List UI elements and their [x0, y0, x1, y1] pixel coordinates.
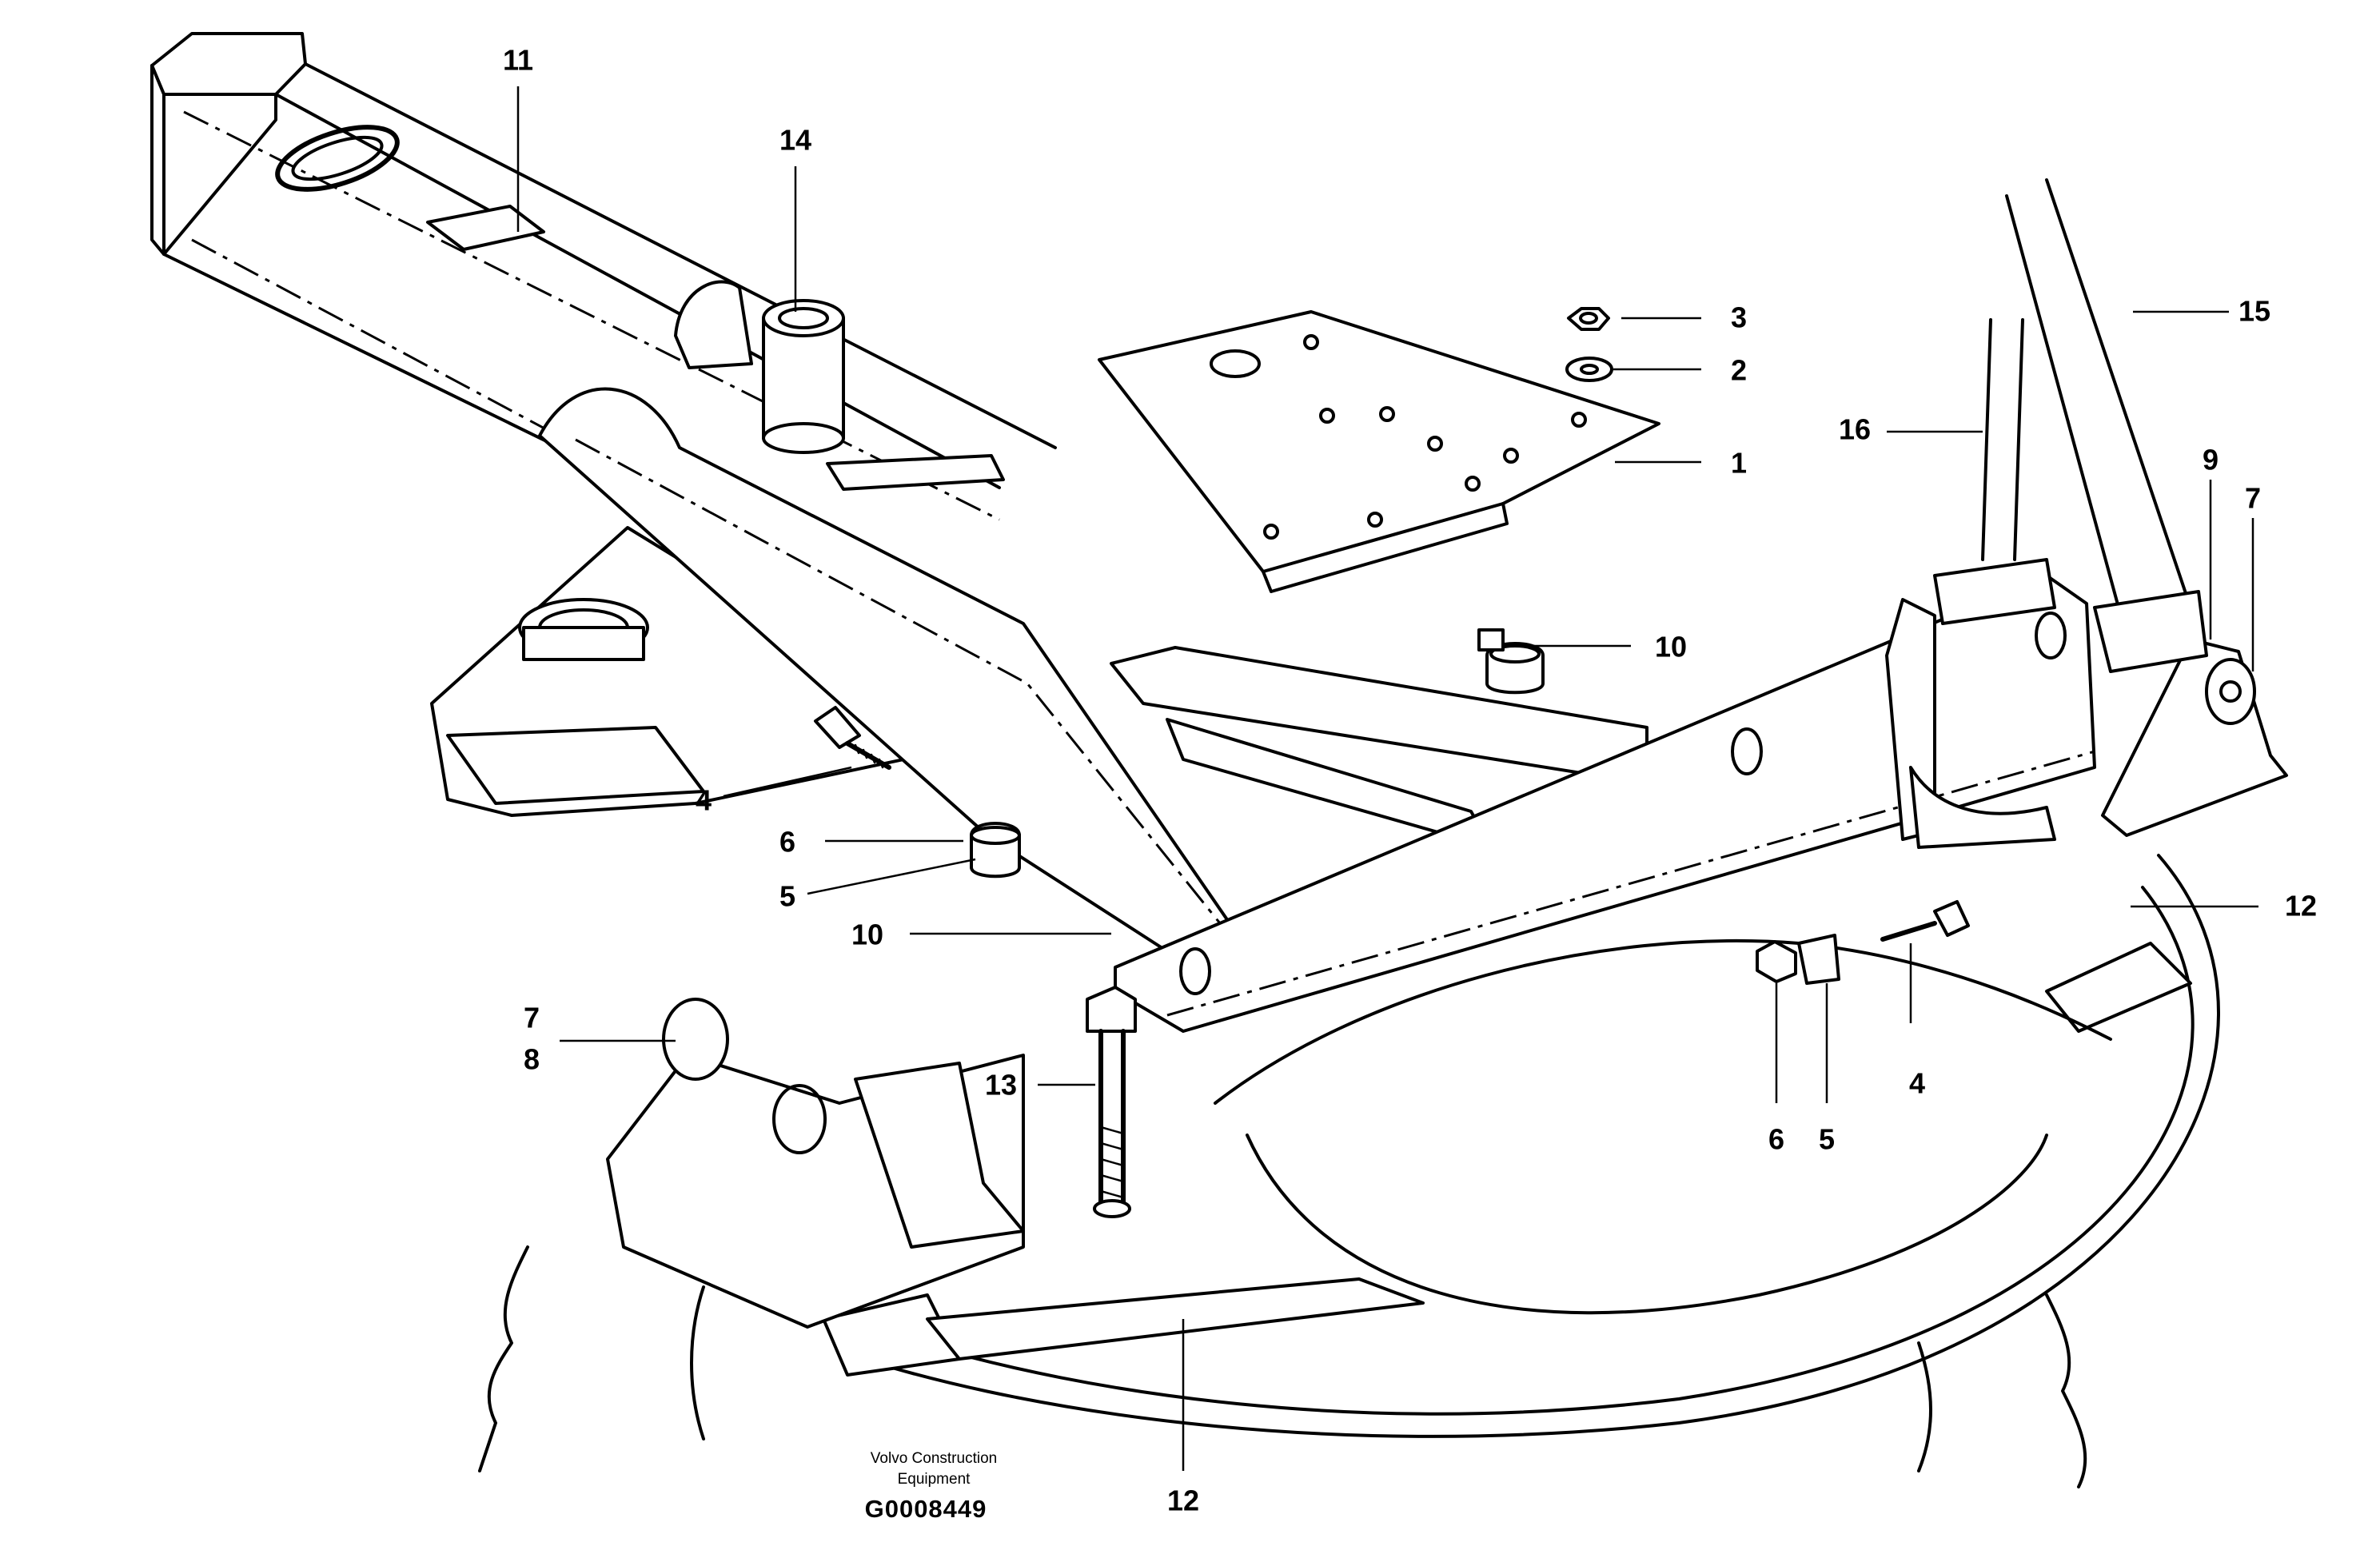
drawing-code: G0008449: [865, 1495, 987, 1523]
nut-part-6-lower: [1756, 940, 1797, 983]
callout-6-lower: 6: [1768, 1123, 1784, 1156]
lift-rod-part-16: [1933, 318, 2056, 625]
drawbar-beam: [150, 32, 1057, 625]
center-beam: [538, 387, 1237, 953]
callout-labels: 11 14 3 2 15 16 1 9 7 10 4 6 5 10 12 7 8…: [503, 44, 2317, 1517]
left-front-bracket: [606, 998, 1025, 1329]
callout-13: 13: [985, 1069, 1017, 1102]
bolt-part-13: [1086, 986, 1137, 1218]
callout-15: 15: [2238, 295, 2270, 328]
callout-11: 11: [503, 44, 533, 77]
right-pivot-bracket: [1885, 598, 2288, 849]
callout-8: 8: [524, 1043, 540, 1076]
grease-fitting-part-10-lower: [970, 822, 1021, 879]
nut-part-3: [1567, 307, 1610, 331]
callout-5-lower: 5: [1819, 1123, 1835, 1156]
callout-3: 3: [1731, 301, 1747, 334]
callout-12-right: 12: [2285, 890, 2317, 922]
callout-10-lower: 10: [851, 918, 883, 951]
lift-rod-part-15: [2005, 178, 2208, 673]
callout-5-upper: 5: [779, 880, 795, 913]
credit-line-2: Equipment: [898, 1471, 971, 1488]
mounting-plate-part-1: [1098, 310, 1660, 593]
callout-16: 16: [1839, 413, 1871, 446]
callout-1: 1: [1731, 447, 1747, 480]
callout-6-upper: 6: [779, 826, 795, 859]
callout-4-lower: 4: [1909, 1067, 1925, 1100]
bolt-part-4-upper: [814, 706, 891, 770]
leader-lines: [516, 86, 2258, 1471]
bolt-part-4-lower: [1880, 900, 1970, 942]
credit-line-1: Volvo Construction: [871, 1450, 997, 1467]
callout-9: 9: [2203, 444, 2219, 476]
callout-7-lower: 7: [524, 1002, 540, 1034]
clip-part-5-lower: [1797, 934, 1840, 985]
callout-10-upper: 10: [1655, 631, 1687, 663]
credit-block: Volvo Construction Equipment G0008449: [865, 1450, 998, 1523]
circle-turntable-part-12: [822, 854, 2220, 1438]
right-tire: [1917, 1293, 2087, 1488]
callout-12-bottom: 12: [1167, 1484, 1199, 1517]
callout-14: 14: [779, 124, 811, 157]
left-tire: [478, 1245, 705, 1472]
callout-2: 2: [1731, 354, 1747, 387]
grease-fitting-part-10-upper: [1477, 628, 1505, 651]
spindle-part-14: [674, 280, 845, 454]
callout-7-upper: 7: [2245, 482, 2261, 515]
washer-part-2: [1565, 357, 1613, 382]
callout-4-upper: 4: [696, 784, 712, 817]
